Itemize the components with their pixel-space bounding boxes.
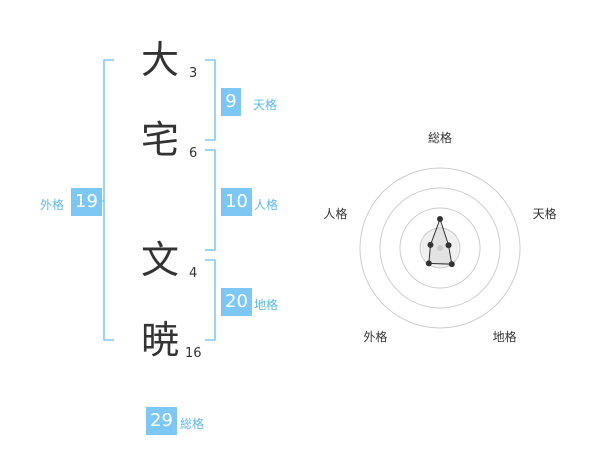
- radar-ring-2: [399, 207, 481, 289]
- radar-axis-label-3: 外格: [363, 329, 387, 344]
- radar-point-3: [425, 260, 432, 267]
- radar-point-1: [445, 242, 452, 249]
- radar-points: [425, 216, 455, 268]
- tenkaku-bracket: [205, 59, 216, 141]
- name-char-3-strokes: 4: [189, 266, 198, 281]
- radar-center-dot: [437, 245, 443, 251]
- chikaku-label: 地格: [254, 298, 279, 312]
- radar-rings: [359, 167, 521, 329]
- name-char-4-strokes: 16: [185, 346, 202, 361]
- chikaku-bracket: [205, 259, 216, 341]
- radar-point-2: [448, 261, 455, 268]
- tenkaku-label: 天格: [253, 98, 278, 112]
- gaikaku-label: 外格: [40, 198, 65, 212]
- radar-ring-3: [379, 187, 501, 309]
- name-char-4: 暁: [141, 318, 180, 362]
- radar-ring-4: [359, 167, 521, 329]
- name-char-2-strokes: 6: [189, 146, 198, 161]
- radar-axis-label-0: 総格: [428, 130, 452, 145]
- gaikaku-bracket: [103, 59, 114, 341]
- radar-polygon: [428, 217, 453, 265]
- soukaku-value-badge: 29: [146, 407, 177, 435]
- gaikaku-value-badge: 19: [71, 188, 102, 216]
- radar-axis-label-4: 人格: [323, 206, 347, 221]
- name-char-1-strokes: 3: [189, 66, 198, 81]
- radar-point-4: [427, 241, 434, 248]
- tenkaku-value-badge: 9: [221, 88, 241, 116]
- radar-shape: [428, 217, 453, 265]
- radar-axis-label-1: 天格: [533, 206, 557, 221]
- chikaku-value-badge: 20: [221, 288, 252, 316]
- jinkaku-value-badge: 10: [221, 188, 252, 216]
- soukaku-label: 総格: [180, 417, 205, 431]
- radar-axis-label-2: 地格: [493, 329, 517, 344]
- name-char-2: 宅: [141, 118, 180, 162]
- jinkaku-label: 人格: [254, 198, 279, 212]
- radar-point-0: [437, 216, 443, 222]
- name-char-1: 大: [141, 38, 180, 82]
- jinkaku-bracket: [205, 149, 216, 251]
- name-char-3: 文: [141, 238, 180, 282]
